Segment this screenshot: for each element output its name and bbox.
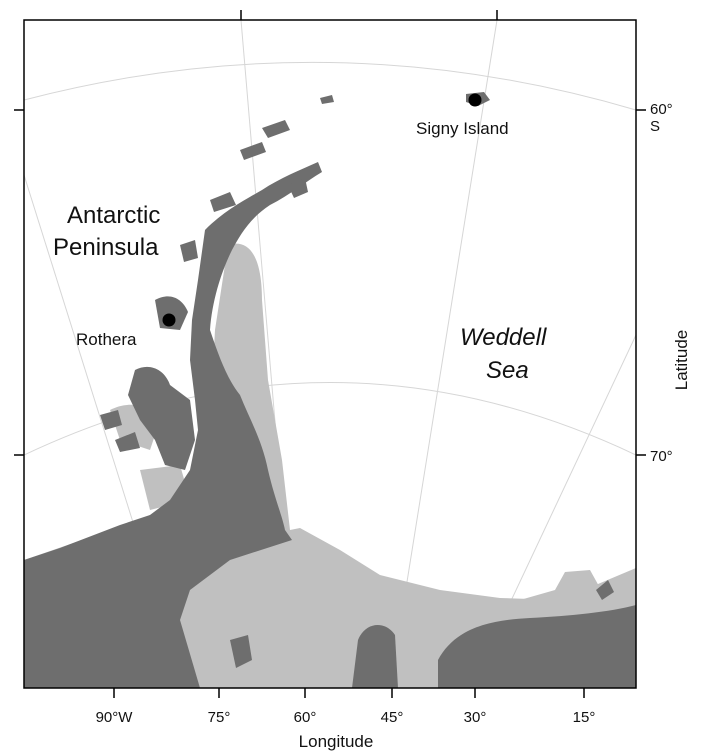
y-tick-label: 60° xyxy=(650,101,673,118)
landmass xyxy=(24,92,636,688)
x-tick-label: 15° xyxy=(573,709,596,726)
rothera-marker xyxy=(162,313,176,327)
x-tick-label: 45° xyxy=(381,709,404,726)
antarctic-peninsula-label-line2: Peninsula xyxy=(53,234,159,261)
signy-island-label: Signy Island xyxy=(416,119,509,138)
map-frame xyxy=(23,19,637,689)
weddell-sea-label-line1: Weddell xyxy=(460,324,547,351)
signy-island-marker xyxy=(468,93,482,107)
tick-marks xyxy=(14,10,646,698)
x-tick-label: 75° xyxy=(208,709,231,726)
y-tick-label: 70° xyxy=(650,448,673,465)
y-axis-title: Latitude xyxy=(672,330,691,391)
x-tick-label: 60° xyxy=(294,709,317,726)
y-tick-label-sub: S xyxy=(650,118,660,135)
x-tick-label: 90°W xyxy=(96,709,134,726)
x-axis-title: Longitude xyxy=(299,732,374,751)
weddell-sea-label-line2: Sea xyxy=(486,357,529,384)
x-tick-label: 30° xyxy=(464,709,487,726)
antarctic-peninsula-label-line1: Antarctic xyxy=(67,202,160,229)
rothera-label: Rothera xyxy=(76,330,137,349)
